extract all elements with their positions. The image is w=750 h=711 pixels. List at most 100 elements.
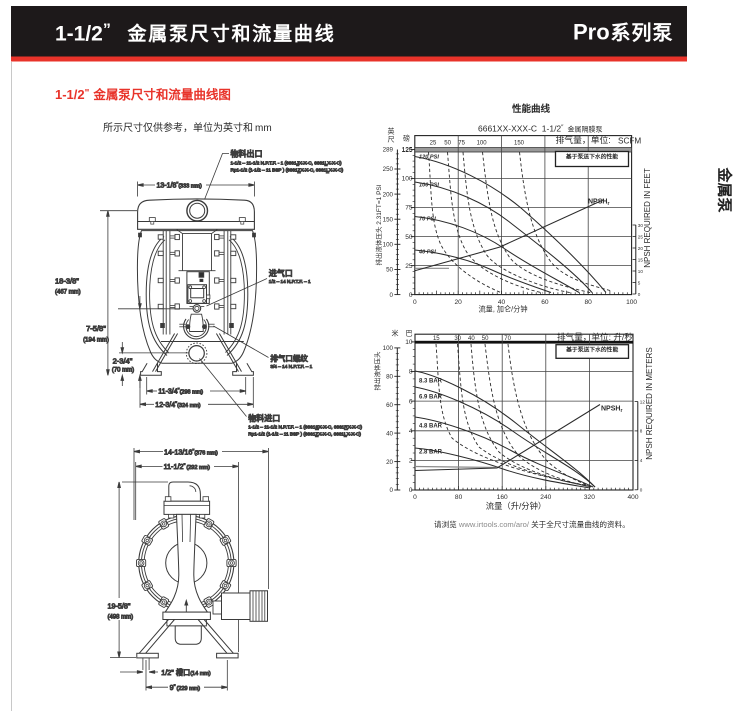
svg-text:80: 80 — [386, 374, 393, 381]
svg-text:物料进口: 物料进口 — [248, 413, 280, 423]
svg-text:289: 289 — [383, 147, 394, 154]
svg-text:2.8 BAR: 2.8 BAR — [419, 450, 443, 456]
svg-text:巴: 巴 — [406, 330, 413, 338]
svg-text:1/2" 槽口(14 mm): 1/2" 槽口(14 mm) — [161, 668, 211, 677]
svg-text:流量（升/分钟）: 流量（升/分钟） — [486, 501, 546, 511]
svg-text:1-1/2”金属泵尺寸和流量曲线: 1-1/2”金属泵尺寸和流量曲线 — [55, 22, 336, 46]
svg-text:15: 15 — [638, 257, 644, 262]
svg-text:25: 25 — [430, 141, 437, 147]
svg-text:75: 75 — [405, 205, 413, 212]
svg-text:9"(229 mm): 9"(229 mm) — [170, 683, 201, 692]
svg-text:(70 mm): (70 mm) — [112, 368, 134, 374]
svg-text:100: 100 — [402, 176, 413, 183]
svg-text:10: 10 — [638, 269, 644, 274]
svg-text:1-1/2"金属泵尺寸和流量曲线图: 1-1/2"金属泵尺寸和流量曲线图 — [55, 87, 231, 102]
svg-text:金属泵: 金属泵 — [716, 166, 734, 212]
svg-text:0: 0 — [409, 292, 413, 299]
svg-text:8: 8 — [640, 429, 643, 434]
svg-text:1-1/2 – 11-1/2 N.P.T.F. - 1 (6: 1-1/2 – 11-1/2 N.P.T.F. - 1 (6661JX-X-C,… — [231, 160, 343, 165]
svg-text:30: 30 — [638, 223, 644, 228]
svg-text:75: 75 — [458, 141, 465, 147]
svg-text:125: 125 — [402, 147, 413, 154]
svg-text:0: 0 — [638, 292, 641, 297]
svg-text:250: 250 — [383, 166, 394, 173]
svg-text:SCFM: SCFM — [618, 136, 641, 145]
svg-text:60: 60 — [541, 299, 549, 306]
svg-text:NPSHr: NPSHr — [601, 406, 622, 415]
svg-text:Rp1-1/2 (1-1/2 – 11 BSP ) (666: Rp1-1/2 (1-1/2 – 11 BSP ) (6661ZX-X-C, 6… — [231, 168, 344, 173]
svg-text:0: 0 — [409, 487, 413, 494]
svg-text:6: 6 — [409, 398, 413, 405]
svg-text:50: 50 — [482, 336, 489, 342]
svg-text:Pro系列泵: Pro系列泵 — [573, 20, 674, 45]
svg-text:125: 125 — [402, 147, 413, 154]
svg-text:13-1/8"(333 mm): 13-1/8"(333 mm) — [157, 182, 203, 190]
svg-text:40 PSI: 40 PSI — [418, 250, 436, 256]
svg-text:3/4 – 14 N.P.T.F. – 1: 3/4 – 14 N.P.T.F. – 1 — [270, 364, 312, 369]
svg-text:20: 20 — [638, 246, 644, 251]
svg-text:12: 12 — [640, 399, 646, 404]
svg-text:8: 8 — [409, 369, 413, 376]
svg-text:0: 0 — [413, 494, 417, 501]
svg-text:7-5/8": 7-5/8" — [86, 324, 106, 333]
svg-text:100: 100 — [383, 242, 394, 249]
svg-text:400: 400 — [627, 494, 638, 501]
svg-text:排气量，单位:: 排气量，单位: — [556, 134, 611, 145]
svg-text:1/2 – 14 N.P.T.F. – 1: 1/2 – 14 N.P.T.F. – 1 — [269, 279, 311, 284]
svg-text:11-1/2"(292 mm): 11-1/2"(292 mm) — [164, 462, 211, 471]
svg-text:100: 100 — [626, 299, 637, 306]
svg-text:50: 50 — [386, 267, 393, 274]
svg-text:30: 30 — [454, 336, 461, 342]
svg-text:排气口螺纹: 排气口螺纹 — [270, 353, 308, 363]
svg-text:15: 15 — [433, 336, 440, 342]
svg-text:100 PSI: 100 PSI — [419, 183, 439, 189]
svg-text:40: 40 — [498, 299, 506, 306]
svg-text:NPSHr: NPSHr — [588, 199, 609, 208]
svg-text:20: 20 — [455, 299, 463, 306]
svg-text:4.8 BAR: 4.8 BAR — [419, 424, 443, 430]
svg-text:8.3 BAR: 8.3 BAR — [419, 379, 443, 385]
svg-text:排出液体压头 2.31FT=1 PSI: 排出液体压头 2.31FT=1 PSI — [374, 184, 383, 265]
svg-text:4: 4 — [409, 428, 413, 435]
svg-text:(467 mm): (467 mm) — [55, 290, 81, 296]
svg-text:2: 2 — [409, 458, 413, 465]
svg-text:100: 100 — [477, 141, 488, 147]
svg-text:150: 150 — [383, 216, 394, 223]
svg-text:160: 160 — [497, 494, 508, 501]
svg-text:11-3/4"(298 mm): 11-3/4"(298 mm) — [158, 388, 203, 396]
svg-text:磅: 磅 — [403, 134, 410, 143]
svg-text:NPSH REQUIRED IN FEET: NPSH REQUIRED IN FEET — [643, 168, 652, 268]
svg-text:1-1/2 – 11-1/2 N.P.T.F. – 1 (6: 1-1/2 – 11-1/2 N.P.T.F. – 1 (6661SX-X-C,… — [248, 424, 362, 429]
svg-text:14-13/16"(376 mm): 14-13/16"(376 mm) — [164, 447, 218, 456]
svg-text:进气口: 进气口 — [269, 268, 293, 278]
svg-text:Rp1-1/2 (1-1/2 – 11 BSP ) (666: Rp1-1/2 (1-1/2 – 11 BSP ) (6661ZX-X-C, 6… — [248, 431, 361, 436]
svg-text:(194 mm): (194 mm) — [83, 338, 109, 344]
svg-text:12-3/4"(324 mm): 12-3/4"(324 mm) — [155, 401, 201, 409]
svg-text:请浏览 www.irtools.com/aro/ 关于全尺寸: 请浏览 www.irtools.com/aro/ 关于全尺寸流量曲线的资料。 — [434, 519, 630, 529]
svg-text:40: 40 — [468, 336, 475, 342]
svg-text:50: 50 — [444, 141, 451, 147]
svg-text:性能曲线: 性能曲线 — [512, 103, 551, 115]
svg-text:排出液体压头: 排出液体压头 — [373, 351, 382, 391]
svg-text:19-5/8": 19-5/8" — [108, 602, 131, 611]
svg-text:240: 240 — [540, 494, 551, 501]
svg-text:120 PSI: 120 PSI — [419, 155, 439, 161]
svg-text:流量, 加仑/分钟: 流量, 加仑/分钟 — [478, 305, 527, 314]
svg-text:2-3/4": 2-3/4" — [113, 357, 133, 366]
svg-text:尺: 尺 — [388, 136, 395, 144]
svg-text:基于泵送下水的性能: 基于泵送下水的性能 — [565, 346, 618, 354]
svg-text:60: 60 — [386, 402, 393, 409]
svg-text:80: 80 — [585, 299, 593, 306]
svg-text:80: 80 — [455, 494, 463, 501]
svg-text:排气量，单位: 升/秒: 排气量，单位: 升/秒 — [557, 331, 633, 342]
svg-text:NPSH REQUIRED IN METERS: NPSH REQUIRED IN METERS — [645, 347, 654, 459]
svg-text:5: 5 — [638, 280, 641, 285]
svg-text:25: 25 — [405, 263, 413, 270]
svg-text:6.9 BAR: 6.9 BAR — [419, 395, 443, 401]
svg-text:18-3/8": 18-3/8" — [55, 277, 79, 286]
svg-text:25: 25 — [638, 234, 644, 239]
svg-text:70: 70 — [504, 336, 511, 342]
svg-text:(498 mm): (498 mm) — [108, 615, 134, 621]
svg-text:0: 0 — [413, 299, 417, 306]
svg-text:100: 100 — [383, 345, 394, 352]
